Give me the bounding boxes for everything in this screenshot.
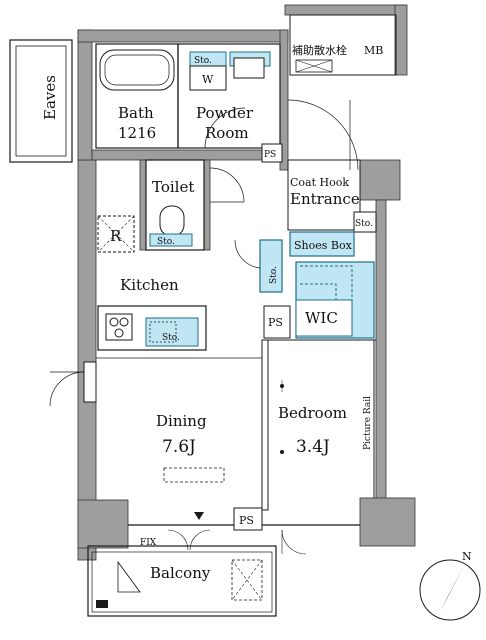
wic-label: WIC [305,309,338,327]
shoes-box [289,231,355,257]
ps-label-middle: PS [268,316,283,329]
entrance-label: Entrance [290,190,360,208]
picture-rail-label: Picture Rail [363,396,373,450]
entry-marker-icon [194,512,204,520]
ps-box-middle: PS [263,305,291,339]
left-window [49,361,97,407]
fix-label: FIX [140,538,157,548]
toilet-icon [159,205,185,237]
dining-area: Dining 7.6J [156,412,225,520]
valve-label: 補助散水栓 [292,43,347,57]
bedroom-balcony-door [281,529,307,555]
kitchen-counter [97,305,207,351]
bedroom-area: Bedroom 3.4J Picture Rail [278,384,373,457]
kitchen-sink-icon [149,321,177,343]
north-label: N [462,550,472,563]
mb-label: MB [364,44,383,57]
stove-icon [105,313,133,341]
bathtub-icon [99,49,175,91]
ps-box-upper: PS [261,143,283,163]
mb-area: 補助散水栓 MB [289,14,397,76]
powder-room: Sto. W Powder Room [177,43,281,149]
toilet-room: Toilet Sto. [145,159,245,251]
dining-label: Dining [156,412,207,430]
kitchen-label: Kitchen [120,276,179,294]
ps-label-upper: PS [264,150,276,160]
shoes-box-label: Shoes Box [294,239,353,252]
wic-area: WIC [295,261,375,339]
entrance-area: Coat Hook Entrance Sto. Shoes Box [287,99,377,257]
powder-label-2: Room [205,124,249,142]
toilet-label: Toilet [152,178,194,196]
fridge-label: R [110,227,122,245]
washer-label: W [202,73,214,86]
bedroom-size-label: 3.4J [296,437,330,457]
kitchen-area: R Kitchen Sto. [97,215,207,351]
powder-sto-label: Sto. [194,56,212,66]
entrance-sto-label: Sto. [355,219,373,229]
bedroom-label: Bedroom [278,404,347,422]
bath-label: Bath [118,104,154,122]
balcony-area: FIX Balcony [87,529,277,617]
north-arrow-icon [440,566,464,612]
entrance-storage [353,211,377,233]
hall-sto-label: Sto. [269,266,279,284]
eaves-area: Eaves [9,39,73,163]
ps-box-lower: PS [233,507,263,531]
coat-hook-label: Coat Hook [290,176,349,189]
outer-walls [77,4,416,561]
interior-walls [96,339,376,526]
washer-box [189,65,227,91]
toilet-sto-label: Sto. [157,237,175,247]
north-arrow: N [419,550,481,621]
balcony-label: Balcony [150,564,211,582]
dining-size-label: 7.6J [162,437,196,457]
sink-icon [233,57,265,79]
bath-room: Bath 1216 [95,43,179,149]
bath-size-label: 1216 [118,124,156,142]
ps-label-lower: PS [239,514,254,527]
hall-storage: Sto. [234,239,283,293]
kitchen-sto-label: Sto. [162,333,180,343]
eaves-label: Eaves [41,75,59,120]
